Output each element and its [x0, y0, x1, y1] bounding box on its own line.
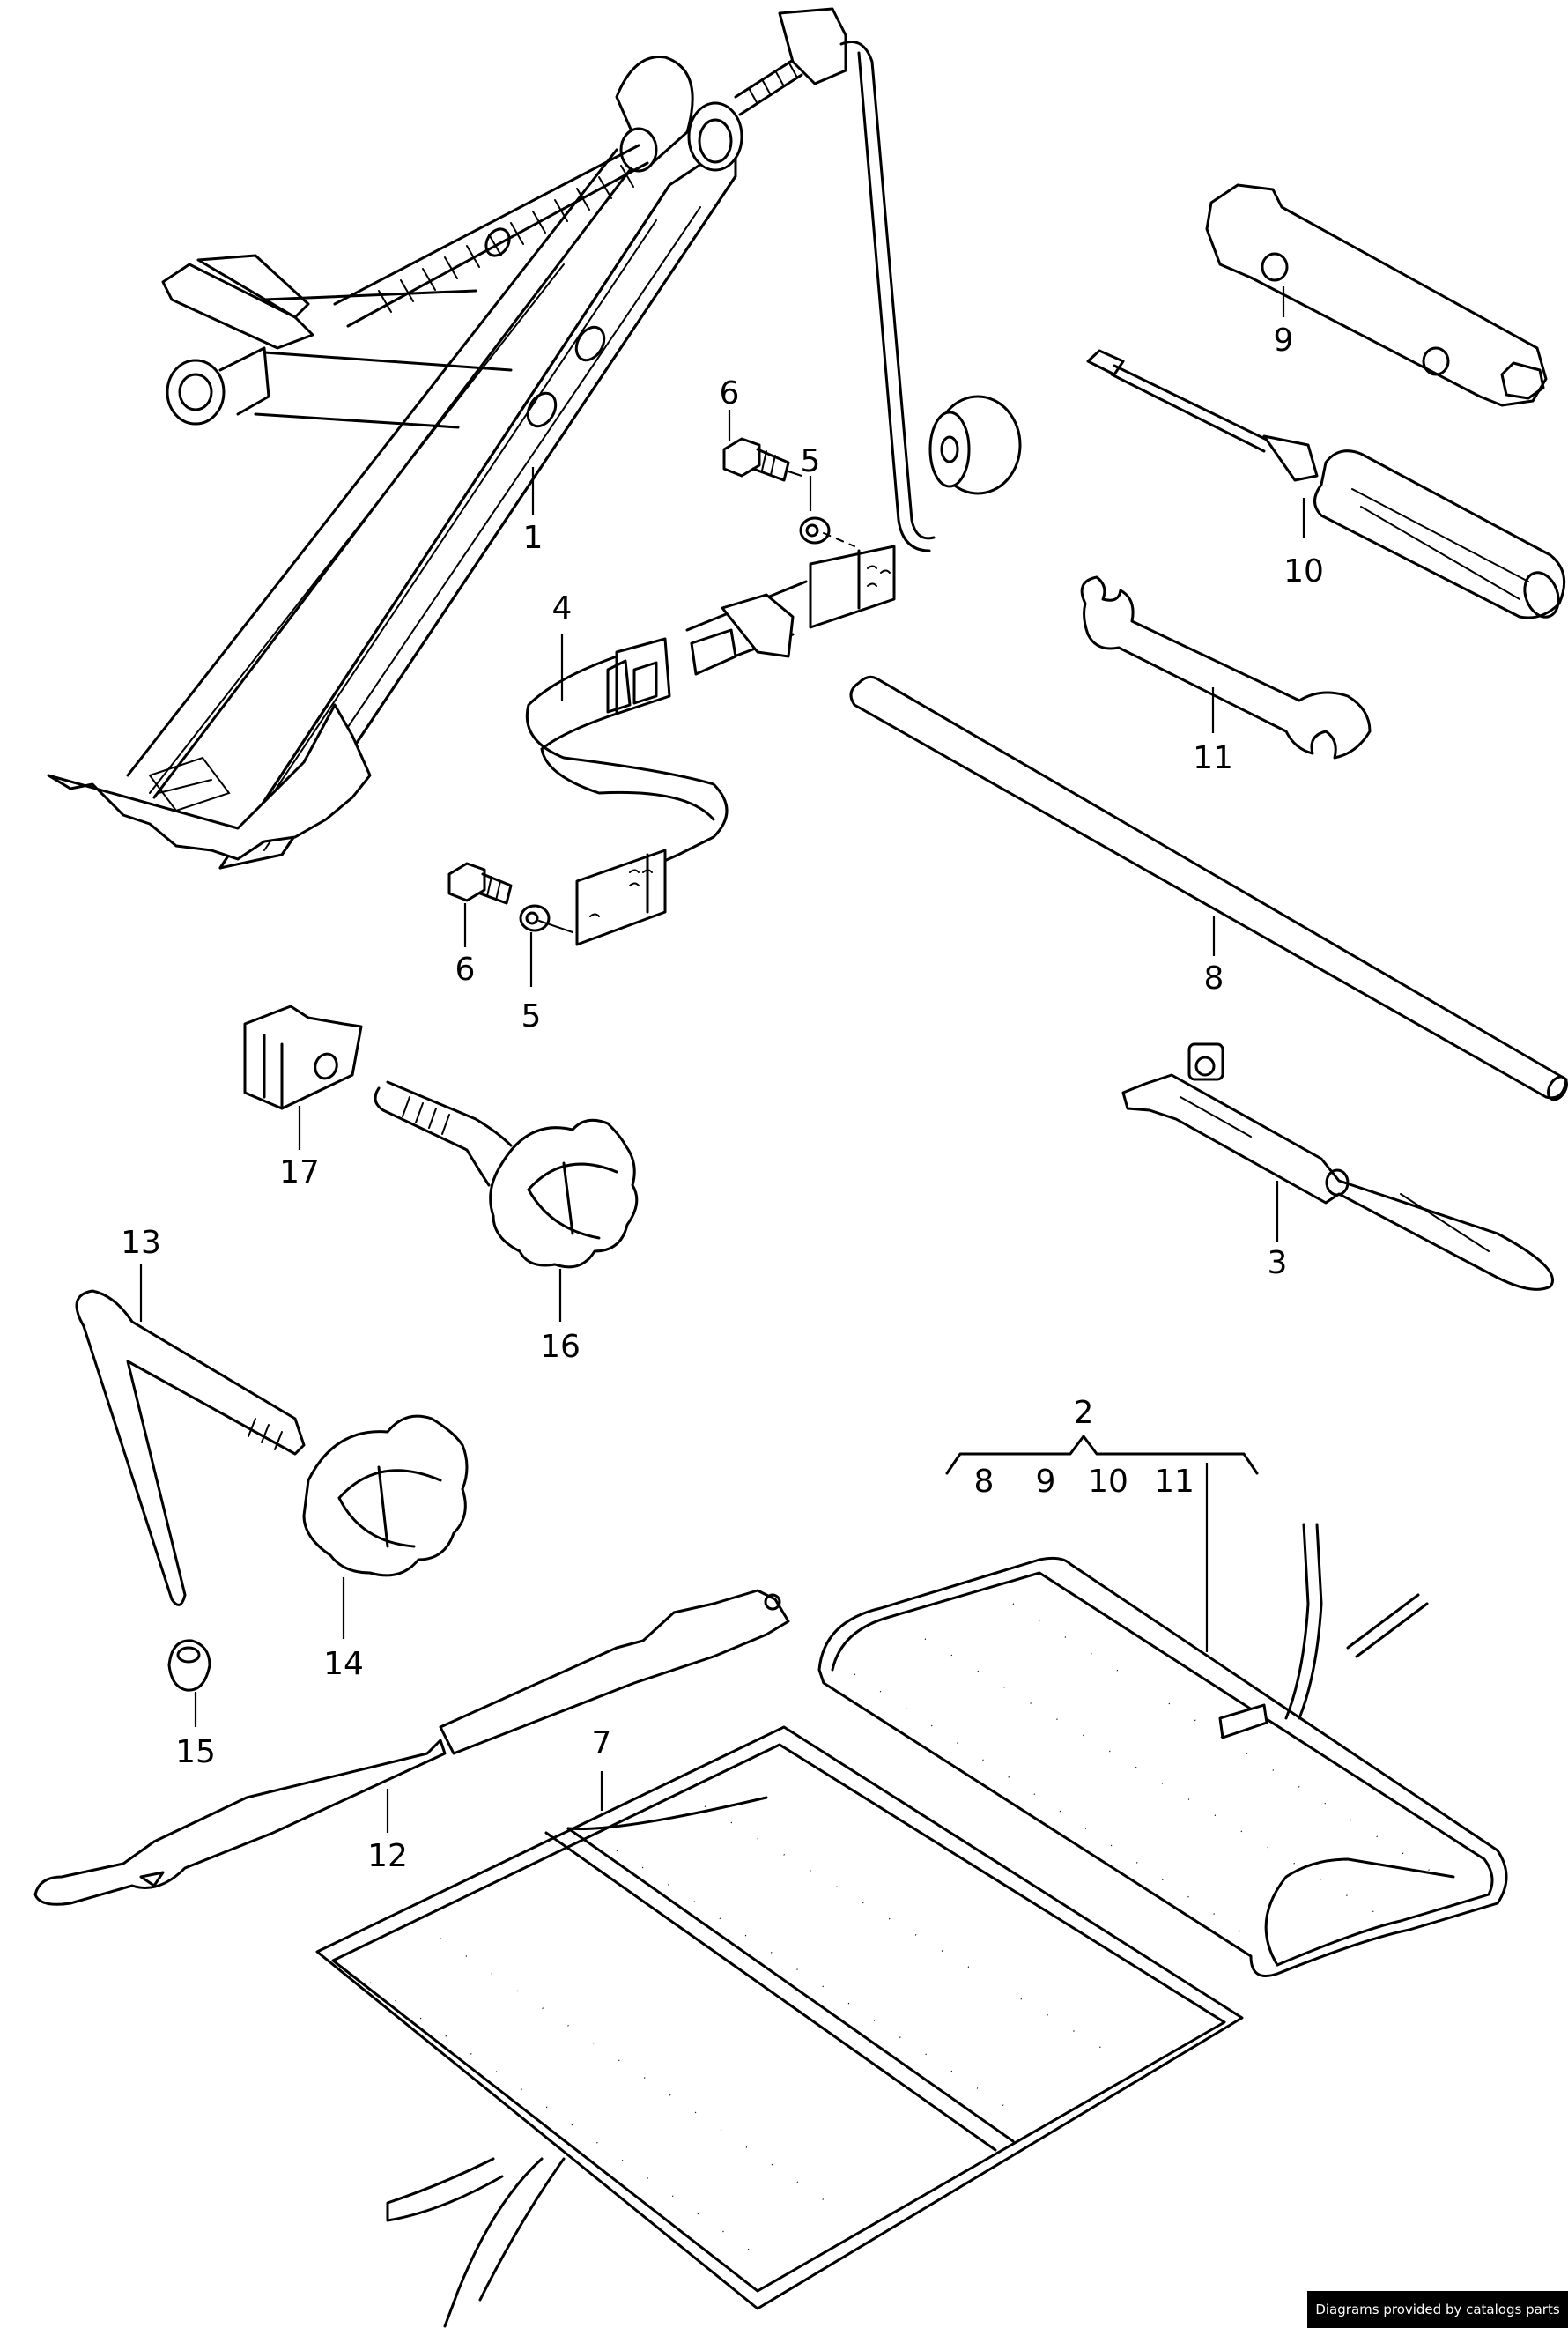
tool-kit-rolled[interactable] — [817, 1523, 1508, 1977]
callout-3[interactable]: 3 — [1268, 1245, 1288, 1281]
bolt-lower[interactable] — [447, 862, 513, 905]
kit-item-11[interactable]: 11 — [1154, 1464, 1194, 1500]
bent-rod-bolt[interactable] — [75, 1289, 306, 1606]
washer-upper[interactable] — [799, 516, 855, 547]
bolt-upper[interactable] — [722, 437, 802, 482]
callout-5a[interactable]: 5 — [801, 443, 821, 479]
callout-16[interactable]: 16 — [540, 1329, 581, 1365]
callout-17[interactable]: 17 — [279, 1154, 320, 1190]
callout-5b[interactable]: 5 — [521, 998, 542, 1034]
callout-14[interactable]: 14 — [323, 1646, 364, 1682]
screwdriver[interactable] — [1086, 349, 1566, 622]
strap-12[interactable] — [33, 1589, 790, 1906]
cap[interactable] — [167, 1639, 211, 1692]
callout-6b[interactable]: 6 — [455, 952, 476, 988]
kit-bracket — [945, 1435, 1259, 1475]
callout-15[interactable]: 15 — [175, 1734, 216, 1770]
washer-lower[interactable] — [519, 904, 573, 933]
callout-13[interactable]: 13 — [121, 1225, 161, 1261]
wing-nut[interactable] — [302, 1414, 469, 1577]
tommy-bar[interactable] — [849, 675, 1568, 1102]
kit-item-10[interactable]: 10 — [1088, 1464, 1128, 1500]
kit-item-8[interactable]: 8 — [974, 1464, 995, 1500]
wing-bolt[interactable] — [374, 1080, 639, 1269]
callout-10[interactable]: 10 — [1283, 553, 1324, 589]
open-end-wrench[interactable] — [1080, 575, 1372, 760]
kit-item-9[interactable]: 9 — [1036, 1464, 1056, 1500]
spark-plug-wrench[interactable] — [1205, 183, 1548, 407]
vehicle-jack[interactable] — [47, 7, 1022, 870]
callout-8[interactable]: 8 — [1204, 960, 1224, 997]
callout-6a[interactable]: 6 — [720, 375, 740, 411]
tool-bag-flat[interactable] — [315, 1725, 1244, 2328]
callout-2[interactable]: 2 — [1074, 1395, 1094, 1431]
callout-12[interactable]: 12 — [367, 1838, 408, 1874]
callout-7[interactable]: 7 — [592, 1725, 612, 1761]
callout-9[interactable]: 9 — [1274, 323, 1294, 359]
diagram-credit: Diagrams provided by catalogs parts — [1307, 2291, 1568, 2328]
callout-4[interactable]: 4 — [552, 590, 573, 626]
clip-nut[interactable] — [243, 1005, 363, 1110]
wheel-bolt-wrench[interactable] — [1121, 1042, 1554, 1291]
callout-11[interactable]: 11 — [1193, 740, 1233, 776]
callout-1[interactable]: 1 — [523, 520, 544, 556]
strap-4[interactable] — [525, 545, 896, 946]
